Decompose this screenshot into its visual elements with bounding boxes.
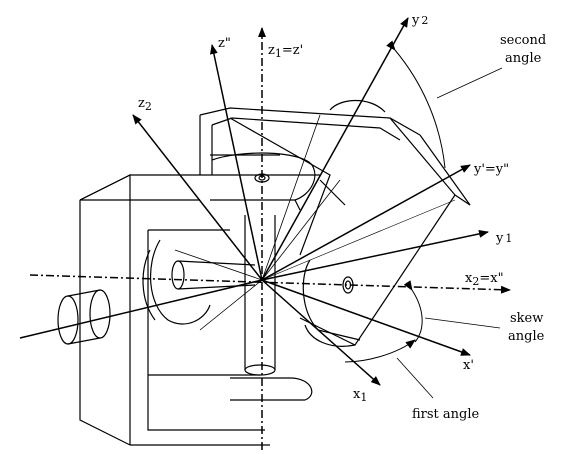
leader-lines — [396, 67, 503, 399]
label-skew-angle-2: angle — [508, 329, 545, 344]
angle-arcs — [344, 40, 446, 363]
first-angle-arc — [344, 339, 416, 363]
label-second-angle-1: second — [500, 33, 546, 48]
skew-angle-arc — [403, 280, 423, 343]
axis-z2 — [132, 114, 263, 281]
axis-y1 — [261, 229, 489, 281]
axis-yprime — [261, 164, 471, 281]
outer-frame — [79, 174, 320, 446]
left-shaft — [57, 289, 111, 345]
label-skew-angle-1: skew — [510, 311, 543, 326]
inner-gimbal — [199, 100, 471, 347]
axis-long-left — [19, 279, 263, 339]
label-second-angle-2: angle — [505, 51, 542, 66]
label-z1-eq-zprime: z1=z' — [268, 43, 303, 60]
label-yprime-eq-ydblprime: y'=y" — [473, 162, 509, 177]
axes — [19, 17, 511, 450]
label-z-dblprime: z" — [218, 36, 231, 51]
label-z2: z2 — [138, 96, 152, 113]
second-angle-arc — [386, 40, 446, 169]
left-disc — [142, 239, 256, 325]
label-x2-eq-xdblprime: x2=x" — [465, 271, 504, 288]
axis-xprime — [261, 279, 471, 356]
label-x1: x1 — [353, 387, 367, 404]
label-first-angle: first angle — [412, 407, 480, 422]
label-xprime: x' — [463, 358, 474, 373]
axis-z-dblprime — [209, 44, 263, 281]
axis-y2 — [261, 17, 409, 281]
axis-x1 — [261, 279, 381, 386]
